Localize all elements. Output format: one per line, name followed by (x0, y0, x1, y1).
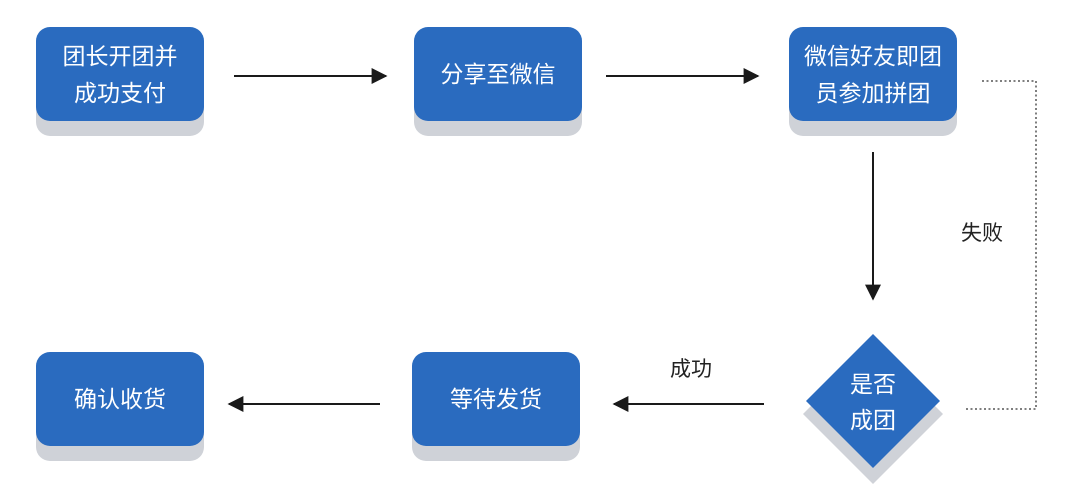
node-wait-ship-box (412, 352, 580, 446)
node-friend-join: 微信好友即团 员参加拼团 (789, 27, 957, 136)
node-decision: 是否 成团 (803, 334, 943, 484)
node-friend-join-box (789, 27, 957, 121)
node-share-label: 分享至微信 (441, 62, 556, 88)
node-confirm-label: 确认收货 (74, 387, 166, 413)
edge-label-fail: 失败 (961, 221, 1003, 245)
node-wait-ship-label: 等待发货 (450, 387, 542, 413)
node-open-group-line2: 成功支付 (74, 81, 166, 107)
node-open-group-line1: 团长开团并 (63, 44, 178, 70)
node-decision-line1: 是否 (850, 372, 896, 398)
node-open-group-box (36, 27, 204, 121)
node-confirm: 确认收货 (36, 352, 204, 461)
node-share: 分享至微信 (414, 27, 582, 136)
node-decision-box (806, 334, 940, 468)
node-share-box (414, 27, 582, 121)
edge-label-success: 成功 (670, 357, 712, 381)
node-friend-join-line1: 微信好友即团 (804, 44, 942, 70)
node-open-group: 团长开团并 成功支付 (36, 27, 204, 136)
node-friend-join-line2: 员参加拼团 (816, 81, 931, 107)
node-decision-line2: 成团 (850, 408, 896, 434)
node-wait-ship: 等待发货 (412, 352, 580, 461)
fail-loop-line (966, 80, 1037, 410)
node-confirm-box (36, 352, 204, 446)
